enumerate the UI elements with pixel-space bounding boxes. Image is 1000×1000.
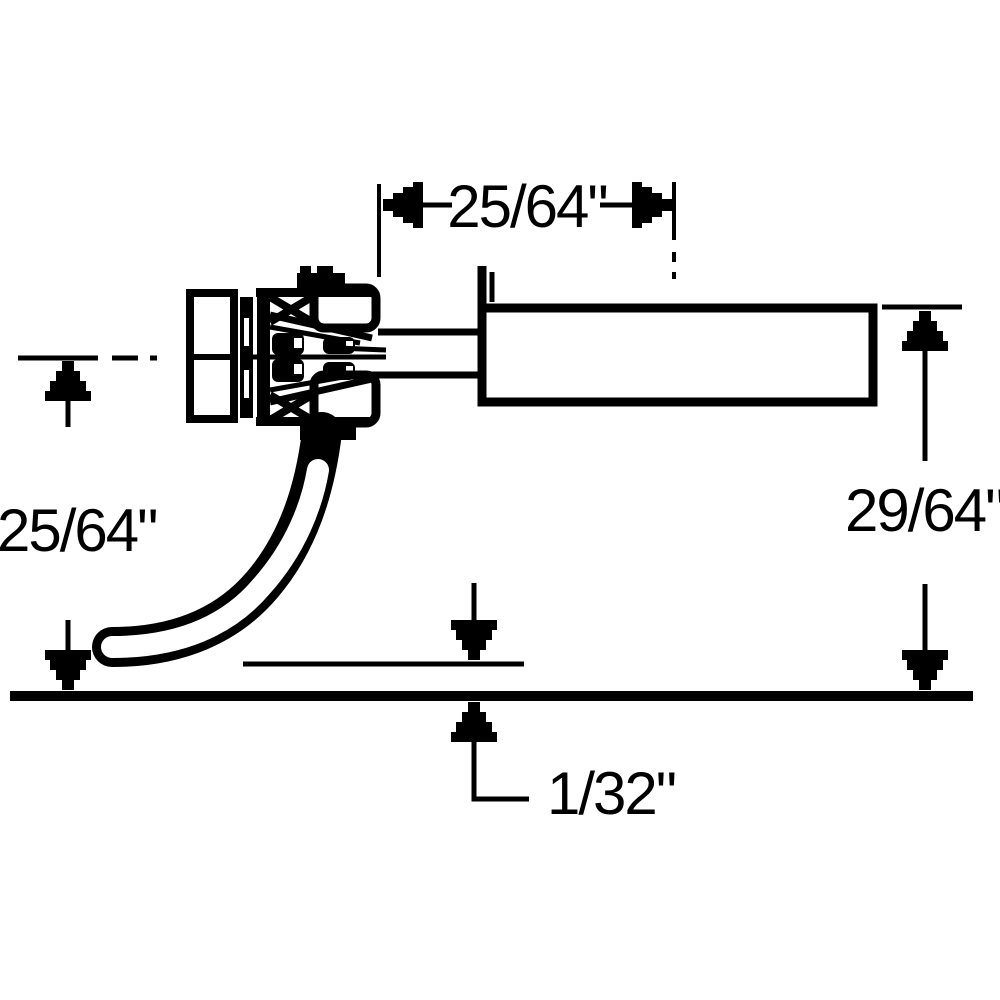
leader-line <box>471 740 529 802</box>
dimension-label-left: 25/64" <box>0 497 156 564</box>
shank <box>358 328 481 379</box>
dimension-label-bottom: 1/32" <box>547 760 675 827</box>
dimension-label-top: 25/64" <box>447 173 606 240</box>
dimension-bottom: 1/32" <box>451 583 677 827</box>
dimension-label-right: 29/64" <box>845 477 1000 544</box>
head-bar-slit <box>244 370 249 398</box>
coupler-head <box>186 266 387 440</box>
draft-gear-box <box>477 266 878 407</box>
head-top-tab-bump <box>317 266 333 274</box>
trip-pin-inner <box>101 459 329 658</box>
draft-gear-box-body <box>477 303 878 407</box>
trip-pin <box>92 412 342 667</box>
head-centerline-stub <box>337 345 387 353</box>
dimension-right: 29/64" <box>845 304 1000 690</box>
head-vertical-bar <box>240 297 253 418</box>
dimension-top: 25/64" <box>377 173 676 279</box>
dimension-left: 25/64" <box>0 355 158 690</box>
head-top-tab-bump <box>300 266 311 274</box>
head-bar-slit <box>244 318 249 346</box>
head-upper-block <box>309 283 381 333</box>
